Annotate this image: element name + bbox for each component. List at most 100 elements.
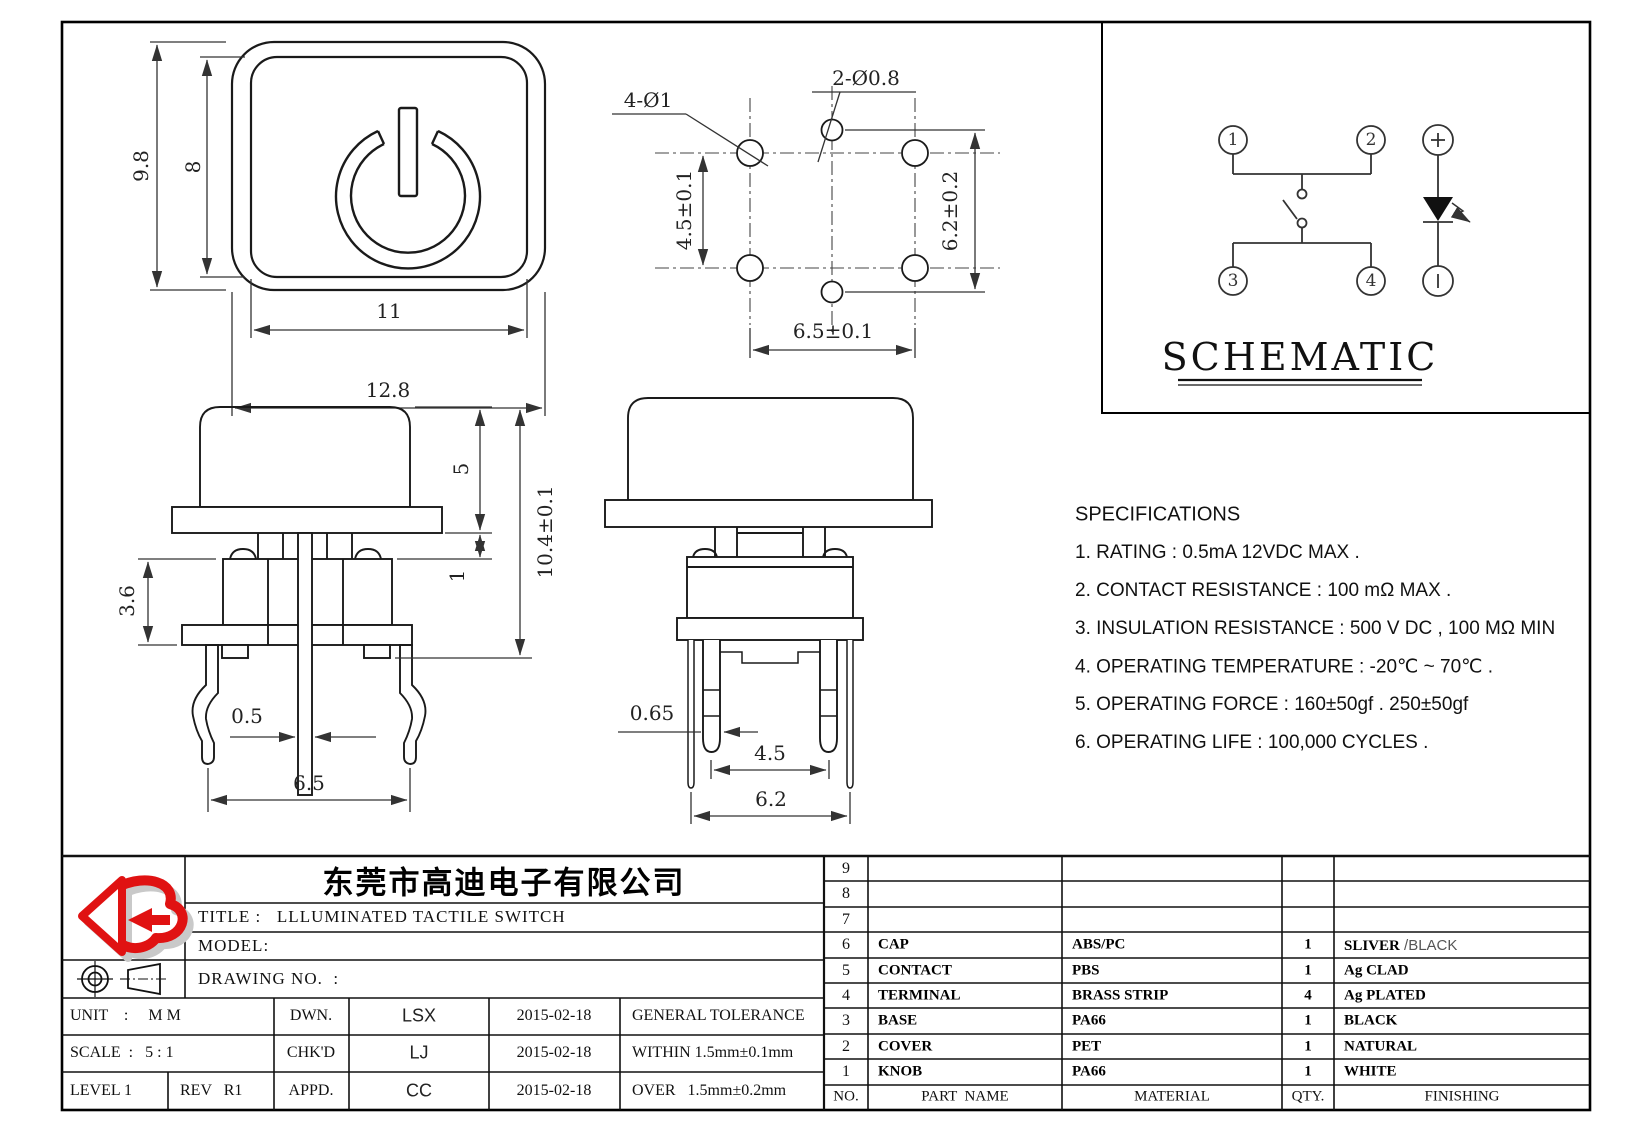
part-material: PA66 [1072, 1012, 1106, 1029]
specs-title: SPECIFICATIONS [1075, 503, 1241, 526]
part-row-no: 3 [842, 1012, 850, 1029]
part-row-no: 6 [842, 936, 850, 953]
part-qty: 1 [1304, 1063, 1312, 1080]
part-name: TERMINAL [878, 987, 961, 1004]
part-finishing: SLIVER /BLACK [1344, 935, 1457, 955]
spec-item: 6. OPERATING LIFE : 100,000 CYCLES . [1075, 732, 1429, 753]
dim-s2-pitch: 4.5 [754, 741, 786, 765]
dwn-label: DWN. [289, 1007, 333, 1024]
company-name: 东莞市高迪电子有限公司 [322, 865, 686, 902]
part-material: PA66 [1072, 1063, 1106, 1080]
drawing-no-label: DRAWING NO. : [198, 969, 340, 988]
model-label: MODEL: [198, 936, 270, 955]
spec-item: 3. INSULATION RESISTANCE : 500 V DC , 10… [1075, 618, 1556, 639]
pcb-layout-view [612, 86, 1000, 358]
tolerance-over: OVER 1.5mm±0.2mm [632, 1082, 787, 1099]
col-header-no: NO. [833, 1088, 859, 1105]
part-material: ABS/PC [1072, 936, 1126, 953]
dim-front-outer-height: 9.8 [129, 150, 153, 182]
pcb-dims [612, 91, 985, 358]
schematic-title: SCHEMATIC [1161, 335, 1439, 379]
spec-item: 2. CONTACT RESISTANCE : 100 mΩ MAX . [1075, 580, 1452, 601]
part-row-no: 5 [842, 962, 850, 979]
part-name: KNOB [878, 1063, 923, 1080]
dim-s1-pin: 0.5 [231, 704, 263, 728]
appd-value: CC [406, 1080, 432, 1101]
col-header-qty: QTY. [1291, 1088, 1325, 1105]
title-block-grid [62, 854, 1590, 1110]
schematic-circuit [1218, 124, 1471, 297]
schematic-view [1101, 21, 1591, 414]
chk-date: 2015-02-18 [516, 1044, 592, 1061]
schematic-pin-2: 2 [1365, 130, 1377, 150]
part-qty: 1 [1304, 936, 1312, 953]
part-finishing: Ag CLAD [1344, 962, 1409, 979]
company-logo-icon [78, 875, 194, 962]
part-finishing: WHITE [1344, 1063, 1397, 1080]
part-row-no: 2 [842, 1038, 850, 1055]
dim-s1-cap: 5 [449, 462, 473, 476]
led-icon [1423, 197, 1453, 221]
dim-s1-gap: 1 [445, 569, 469, 583]
side1-dims [138, 406, 532, 812]
part-row-no: 1 [842, 1063, 850, 1080]
schematic-title-underline [1178, 378, 1422, 386]
chk-label: CHK'D [286, 1044, 336, 1061]
chk-value: LJ [409, 1042, 429, 1063]
part-qty: 1 [1304, 962, 1312, 979]
col-header-material: MATERIAL [1134, 1088, 1210, 1105]
part-name: CONTACT [878, 962, 952, 979]
col-header-finishing: FINISHING [1424, 1088, 1500, 1105]
part-finishing-extra: /BLACK [1399, 937, 1458, 954]
part-material: BRASS STRIP [1072, 987, 1169, 1004]
spec-item: 5. OPERATING FORCE : 160±50gf . 250±50gf [1075, 694, 1469, 715]
rev-cell: REV R1 [180, 1082, 243, 1099]
dim-front-inner-height: 8 [181, 160, 205, 174]
spec-item: 4. OPERATING TEMPERATURE : -20℃ ~ 70℃ . [1075, 656, 1494, 678]
drawing-title: TITLE : LLLUMINATED TACTILE SWITCH [198, 907, 566, 926]
dim-pcb-v1: 4.5±0.1 [672, 169, 696, 251]
part-qty: 1 [1304, 1038, 1312, 1055]
power-icon [334, 106, 482, 270]
part-name: CAP [878, 936, 909, 953]
part-material: PBS [1072, 962, 1100, 979]
front-view-dims [150, 41, 546, 416]
dim-pcb-v2: 6.2±0.2 [938, 170, 962, 252]
dim-s1-total: 10.4±0.1 [533, 485, 557, 579]
col-header-name: PART NAME [921, 1088, 1009, 1105]
part-row-no: 4 [842, 987, 850, 1004]
schematic-pin-1: 1 [1227, 130, 1239, 150]
dwn-value: LSX [401, 1005, 437, 1026]
unit-cell: UNIT : M M [70, 1007, 181, 1024]
part-row-no: 8 [842, 885, 850, 902]
dim-front-outer-width: 12.8 [365, 378, 411, 402]
parts-table-grid [824, 856, 1590, 1110]
part-finishing: NATURAL [1344, 1038, 1418, 1055]
side-view-1 [138, 406, 532, 812]
part-row-no: 7 [842, 911, 850, 928]
part-finishing-main: SLIVER [1344, 938, 1400, 954]
part-qty: 1 [1304, 1012, 1312, 1029]
dim-s1-body: 3.6 [115, 585, 139, 617]
spec-item: 1. RATING : 0.5mA 12VDC MAX . [1075, 542, 1360, 563]
level-cell: LEVEL 1 [70, 1082, 133, 1099]
side-view-2 [604, 397, 933, 824]
part-name: BASE [878, 1012, 918, 1029]
side2-dims [618, 726, 851, 824]
part-name: COVER [878, 1038, 933, 1055]
dim-pcb-center-holes: 2-Ø0.8 [832, 66, 900, 90]
tolerance-within: WITHIN 1.5mm±0.1mm [632, 1044, 794, 1061]
appd-label: APPD. [288, 1082, 334, 1099]
dim-s2-outer: 6.2 [755, 787, 787, 811]
dim-s2-pin: 0.65 [629, 701, 675, 725]
schematic-pin-3: 3 [1227, 271, 1239, 291]
part-finishing: BLACK [1344, 1012, 1398, 1029]
schematic-pin-4: 4 [1365, 271, 1377, 291]
holes [736, 118, 929, 304]
part-material: PET [1072, 1038, 1102, 1055]
tolerance-title: GENERAL TOLERANCE [632, 1007, 805, 1024]
dim-front-inner-width: 11 [376, 299, 402, 323]
front-view [150, 40, 547, 416]
